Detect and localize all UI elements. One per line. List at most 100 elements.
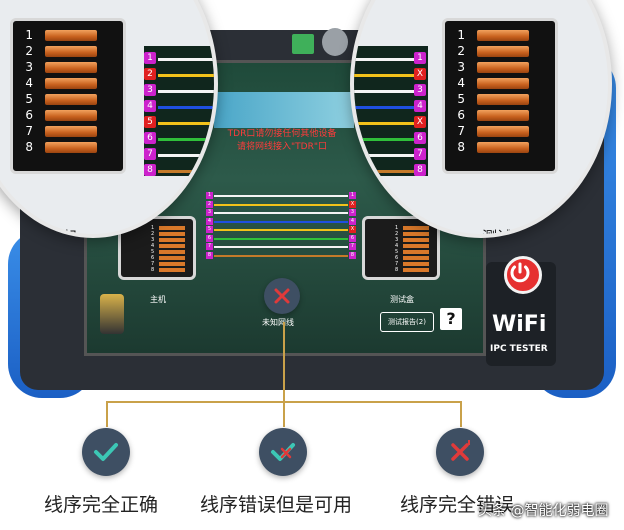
host-label: 主机 bbox=[48, 228, 79, 238]
small-pin-number: 5 bbox=[395, 249, 399, 255]
wire-line bbox=[158, 58, 214, 61]
screen-wire-badge-right: 6 bbox=[349, 234, 356, 242]
small-pin-number: 5 bbox=[151, 249, 155, 255]
small-pin-row: 3 bbox=[151, 237, 185, 243]
small-pin-number: 8 bbox=[151, 267, 155, 273]
pin-contact bbox=[45, 141, 97, 153]
pin-row: 8 bbox=[19, 139, 97, 155]
screen-wire-badge-left: 7 bbox=[206, 243, 213, 250]
mascot-image bbox=[100, 294, 124, 334]
small-pin-number: 4 bbox=[395, 243, 399, 249]
screen-host-label: 主机 bbox=[150, 295, 166, 304]
small-pin-row: 4 bbox=[395, 243, 429, 249]
pin-contact bbox=[45, 109, 97, 121]
pin-row: 6 bbox=[19, 107, 97, 123]
wire-line bbox=[158, 170, 214, 173]
screen-wire-badge-left: 8 bbox=[206, 251, 213, 259]
wire-line bbox=[158, 122, 214, 125]
pin-row: 7 bbox=[451, 123, 529, 139]
screen-wire-line bbox=[214, 220, 348, 223]
pin-number: 6 bbox=[25, 108, 33, 122]
pin-row: 6 bbox=[451, 107, 529, 123]
pin-number: 2 bbox=[457, 44, 465, 58]
small-pin-contact bbox=[159, 268, 185, 272]
unknown-cable-status bbox=[264, 278, 300, 314]
small-pin-number: 4 bbox=[151, 243, 155, 249]
wire-badge: 7 bbox=[414, 148, 426, 160]
cross-icon bbox=[451, 440, 470, 461]
wire-line bbox=[158, 106, 214, 109]
small-pin-row: 4 bbox=[151, 243, 185, 249]
wire-line bbox=[354, 58, 414, 61]
screen-wire-badge-right: X bbox=[349, 226, 356, 233]
pin-contact bbox=[45, 77, 97, 89]
screen-wire-line bbox=[214, 229, 348, 231]
pin-row: 1 bbox=[451, 27, 529, 43]
pin-number: 7 bbox=[25, 124, 33, 138]
pin-number: 2 bbox=[25, 44, 33, 58]
pin-number: 5 bbox=[25, 92, 33, 106]
small-pin-contact bbox=[403, 256, 429, 260]
wire-line bbox=[158, 90, 214, 93]
pin-number: 7 bbox=[457, 124, 465, 138]
legend-label-ok: 线序完全正确 bbox=[44, 494, 159, 516]
small-pin-row: 2 bbox=[395, 231, 429, 237]
pin-row: 5 bbox=[19, 91, 97, 107]
pin-contact bbox=[45, 45, 97, 57]
screen-tester-label: 测试盒 bbox=[390, 295, 414, 304]
wire-badge: 8 bbox=[414, 164, 426, 176]
pin-number: 6 bbox=[457, 108, 465, 122]
pin-contact bbox=[477, 141, 529, 153]
pin-contact bbox=[45, 125, 97, 137]
pin-row: 5 bbox=[451, 91, 529, 107]
wire-badge: 2 bbox=[144, 68, 156, 80]
screen-wire-line bbox=[214, 237, 348, 240]
legend-drop-right bbox=[460, 401, 462, 427]
small-pin-row: 5 bbox=[151, 249, 185, 255]
small-pin-row: 7 bbox=[151, 261, 185, 267]
small-pin-contact bbox=[159, 238, 185, 242]
screen-wire-badge-right: 8 bbox=[349, 251, 356, 259]
small-pin-contact bbox=[403, 262, 429, 266]
power-button[interactable] bbox=[504, 256, 542, 294]
wire-badge: 4 bbox=[144, 100, 156, 112]
wire-line bbox=[354, 138, 414, 141]
pin-contact bbox=[45, 93, 97, 105]
wire-badge: 1 bbox=[144, 52, 156, 64]
wire-line bbox=[354, 170, 414, 173]
wire-line bbox=[354, 122, 414, 125]
pin-row: 3 bbox=[451, 59, 529, 75]
legend-usable-circle bbox=[259, 428, 307, 476]
wire-badge: 8 bbox=[144, 164, 156, 176]
tester-label: 测试盒 bbox=[482, 228, 528, 238]
wire-badge: X bbox=[414, 68, 426, 80]
small-pin-number: 1 bbox=[151, 225, 155, 231]
pin-row: 4 bbox=[451, 75, 529, 91]
wire-badge: 5 bbox=[144, 116, 156, 128]
report-button[interactable]: 测试报告(2) bbox=[380, 312, 434, 332]
pin-row: 1 bbox=[19, 27, 97, 43]
screen-wire-badge-left: 6 bbox=[206, 234, 213, 242]
small-pin-row: 6 bbox=[395, 255, 429, 261]
pin-number: 3 bbox=[457, 60, 465, 74]
wire-line bbox=[354, 90, 414, 93]
small-pin-number: 7 bbox=[395, 261, 399, 267]
legend-drop-left bbox=[106, 401, 108, 427]
model-label: IPC TESTER bbox=[490, 344, 548, 354]
small-pin-contact bbox=[403, 232, 429, 236]
small-pin-number: 6 bbox=[151, 255, 155, 261]
wire-line bbox=[354, 154, 414, 157]
small-pin-row: 8 bbox=[395, 267, 429, 273]
legend-label-usable: 线序错误但是可用 bbox=[200, 494, 353, 516]
pin-row: 7 bbox=[19, 123, 97, 139]
pin-row: 8 bbox=[451, 139, 529, 155]
small-pin-contact bbox=[159, 232, 185, 236]
help-button[interactable]: ? bbox=[440, 308, 462, 330]
